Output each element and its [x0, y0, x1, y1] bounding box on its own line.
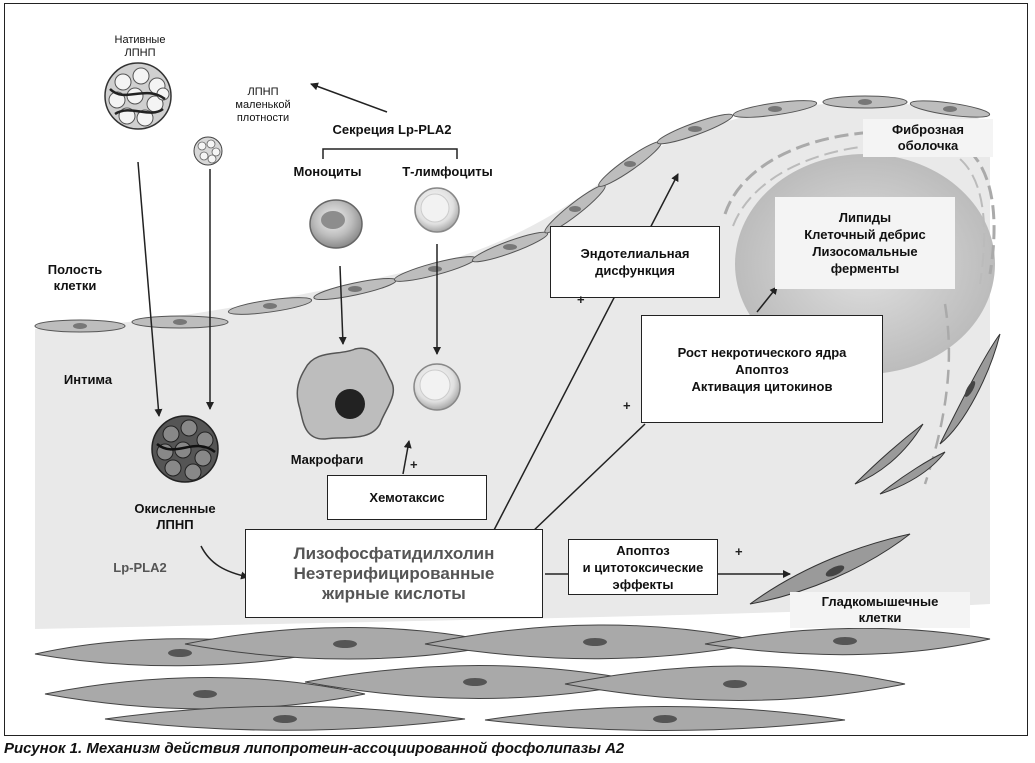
smooth-muscle-label: Гладкомышечные клетки: [790, 592, 970, 628]
fibrous-cap-label: Фиброзная оболочка: [863, 119, 993, 157]
apoptosis-box: Апоптоз и цитотоксические эффекты: [568, 539, 718, 595]
arrow-native-to-oxidized: [137, 161, 163, 417]
plus-sign-apoptosis: +: [735, 544, 743, 559]
secretion-bracket: [322, 148, 458, 159]
oxidized-ldl-label: Окисленные ЛПНП: [134, 501, 216, 532]
t-lymphocyte-cell: [414, 187, 460, 233]
diagram-frame: Нативные ЛПНП ЛПНП маленькой плотности С…: [4, 3, 1028, 736]
figure-caption: Рисунок 1. Механизм действия липопротеин…: [4, 740, 625, 757]
arrow-secretion-to-ldl: [310, 82, 388, 113]
native-ldl-label: Нативные ЛПНП: [114, 34, 166, 59]
necrotic-core-box: Рост некротического ядра Апоптоз Активац…: [641, 315, 883, 423]
endothelial-dysfunction-box: Эндотелиальная дисфункция: [550, 226, 720, 298]
lysophosphatidylcholine-box: Лизофосфатидилхолин Неэтерифицированные …: [245, 529, 543, 618]
arrow-necrotic-to-lipids: [756, 286, 778, 313]
lipids-box: Липиды Клеточный дебрис Лизосомальные фе…: [775, 197, 955, 289]
arrow-lppla2-to-box: [200, 545, 249, 580]
plus-sign-endothelial: +: [577, 292, 585, 307]
arrow-monocyte-to-macrophage: [338, 265, 347, 345]
oxidized-ldl-particle: [151, 415, 219, 483]
plus-sign-necrotic: +: [623, 398, 631, 413]
intima-label: Интима: [63, 372, 113, 387]
t-lymphocyte-intima-cell: [413, 363, 461, 411]
native-ldl-particle: [104, 62, 172, 130]
macrophage-cell: [296, 347, 395, 440]
t-lymphocytes-label: Т-лимфоциты: [402, 164, 493, 179]
chemotaxis-box: Хемотаксис: [327, 475, 487, 520]
arrow-chemotaxis-up: [402, 440, 412, 475]
monocyte-cell: [309, 199, 363, 249]
small-ldl-particle: [193, 136, 223, 166]
cell-cavity-label: Полость клетки: [47, 262, 103, 293]
line-to-necrotic: [529, 423, 646, 535]
macrophages-label: Макрофаги: [290, 452, 364, 467]
secretion-label: Секреция Lp-PLA2: [332, 122, 452, 137]
lp-pla2-label: Lp-PLA2: [113, 560, 167, 575]
plus-sign-chemotaxis: +: [410, 457, 418, 472]
small-ldl-label: ЛПНП маленькой плотности: [235, 86, 291, 124]
diagram-illustration: [34, 62, 1001, 731]
monocytes-label: Моноциты: [293, 164, 362, 179]
